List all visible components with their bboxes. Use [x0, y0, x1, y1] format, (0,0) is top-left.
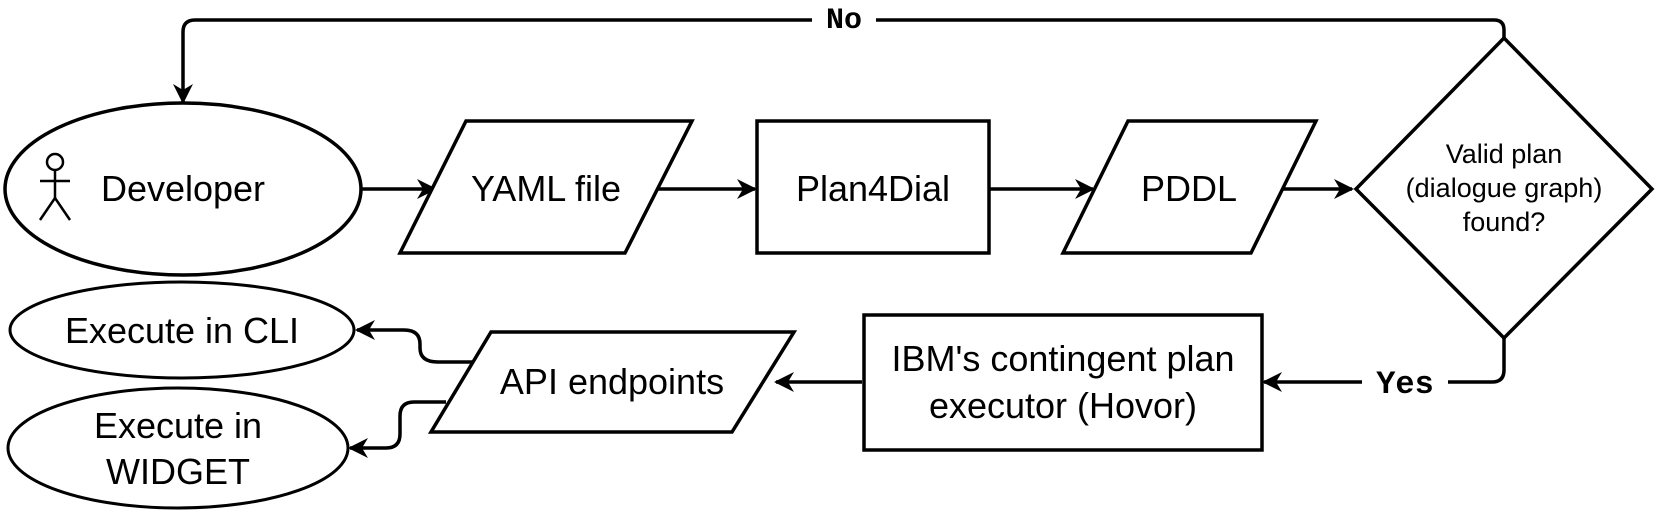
node-plan4dial-label: Plan4Dial: [796, 168, 950, 209]
edge-api-widget: [348, 400, 446, 458]
edge-no-label: No: [826, 4, 862, 38]
node-execute-cli-label: Execute in CLI: [65, 310, 299, 351]
node-executor-line2: executor (Hovor): [929, 385, 1197, 426]
node-pddl: PDDL: [1060, 119, 1319, 255]
node-execute-widget-line2: WIDGET: [106, 451, 250, 492]
node-execute-widget-line1: Execute in: [94, 405, 262, 446]
node-developer-label: Developer: [101, 168, 265, 209]
node-executor: IBM's contingent plan executor (Hovor): [862, 313, 1264, 452]
node-api-endpoints-label: API endpoints: [500, 361, 724, 402]
node-pddl-label: PDDL: [1141, 168, 1237, 209]
edge-no-label-bg: [812, 4, 876, 36]
node-executor-line1: IBM's contingent plan: [891, 338, 1234, 379]
node-execute-cli: Execute in CLI: [8, 280, 356, 380]
node-yaml-file-label: YAML file: [471, 168, 621, 209]
edge-yes: [1262, 338, 1506, 392]
edge-api-cli: [355, 320, 474, 364]
edge-yes-label: Yes: [1376, 366, 1434, 403]
node-execute-widget: Execute in WIDGET: [6, 386, 350, 510]
node-decision: Valid plan (dialogue graph) found?: [1353, 35, 1655, 341]
node-plan4dial: Plan4Dial: [755, 119, 991, 255]
node-yaml-file: YAML file: [397, 119, 695, 255]
node-decision-line2: (dialogue graph): [1406, 173, 1603, 203]
edge-yes-label-bg: [1362, 364, 1448, 400]
node-developer: Developer: [3, 101, 363, 277]
node-api-endpoints: API endpoints: [427, 330, 798, 434]
node-decision-line3: found?: [1463, 207, 1546, 237]
stick-figure-icon: [38, 152, 72, 221]
node-decision-line1: Valid plan: [1446, 139, 1563, 169]
